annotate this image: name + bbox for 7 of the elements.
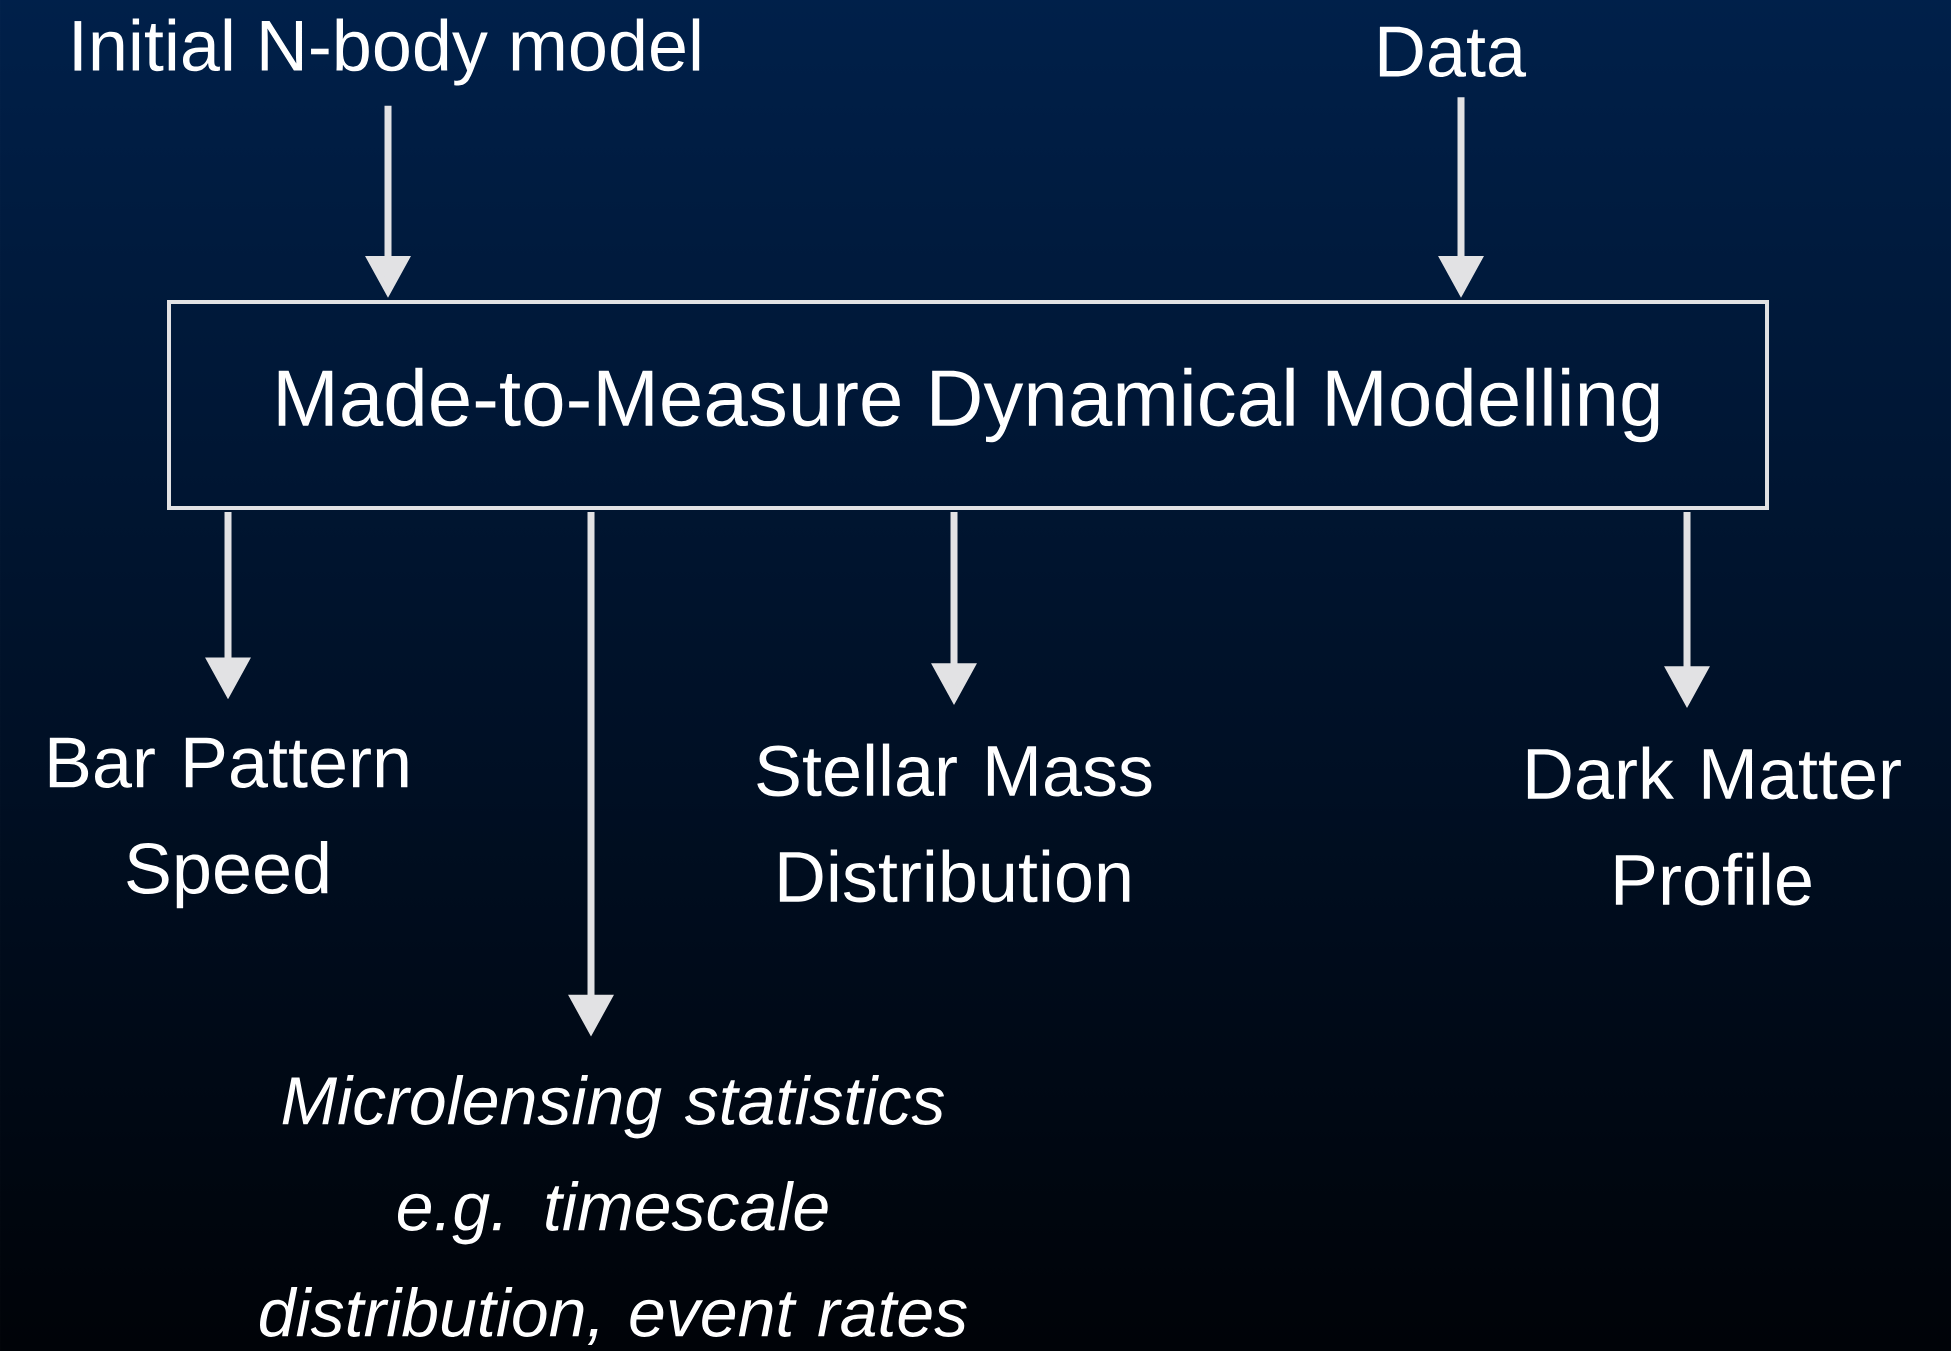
process-box: Made-to-Measure Dynamical Modelling (167, 300, 1769, 510)
result-label: Bar Pattern Speed (49, 737, 408, 909)
result-label: Stellar Mass Distribution (757, 743, 1152, 903)
result-label: Dark Matter Profile (1527, 746, 1901, 906)
input-label: Data (1379, 26, 1527, 78)
result-label: Microlensing statistics e.g. timescale distribution, event rates (260, 1075, 967, 1345)
input-label: Initial N-body model (74, 18, 700, 86)
